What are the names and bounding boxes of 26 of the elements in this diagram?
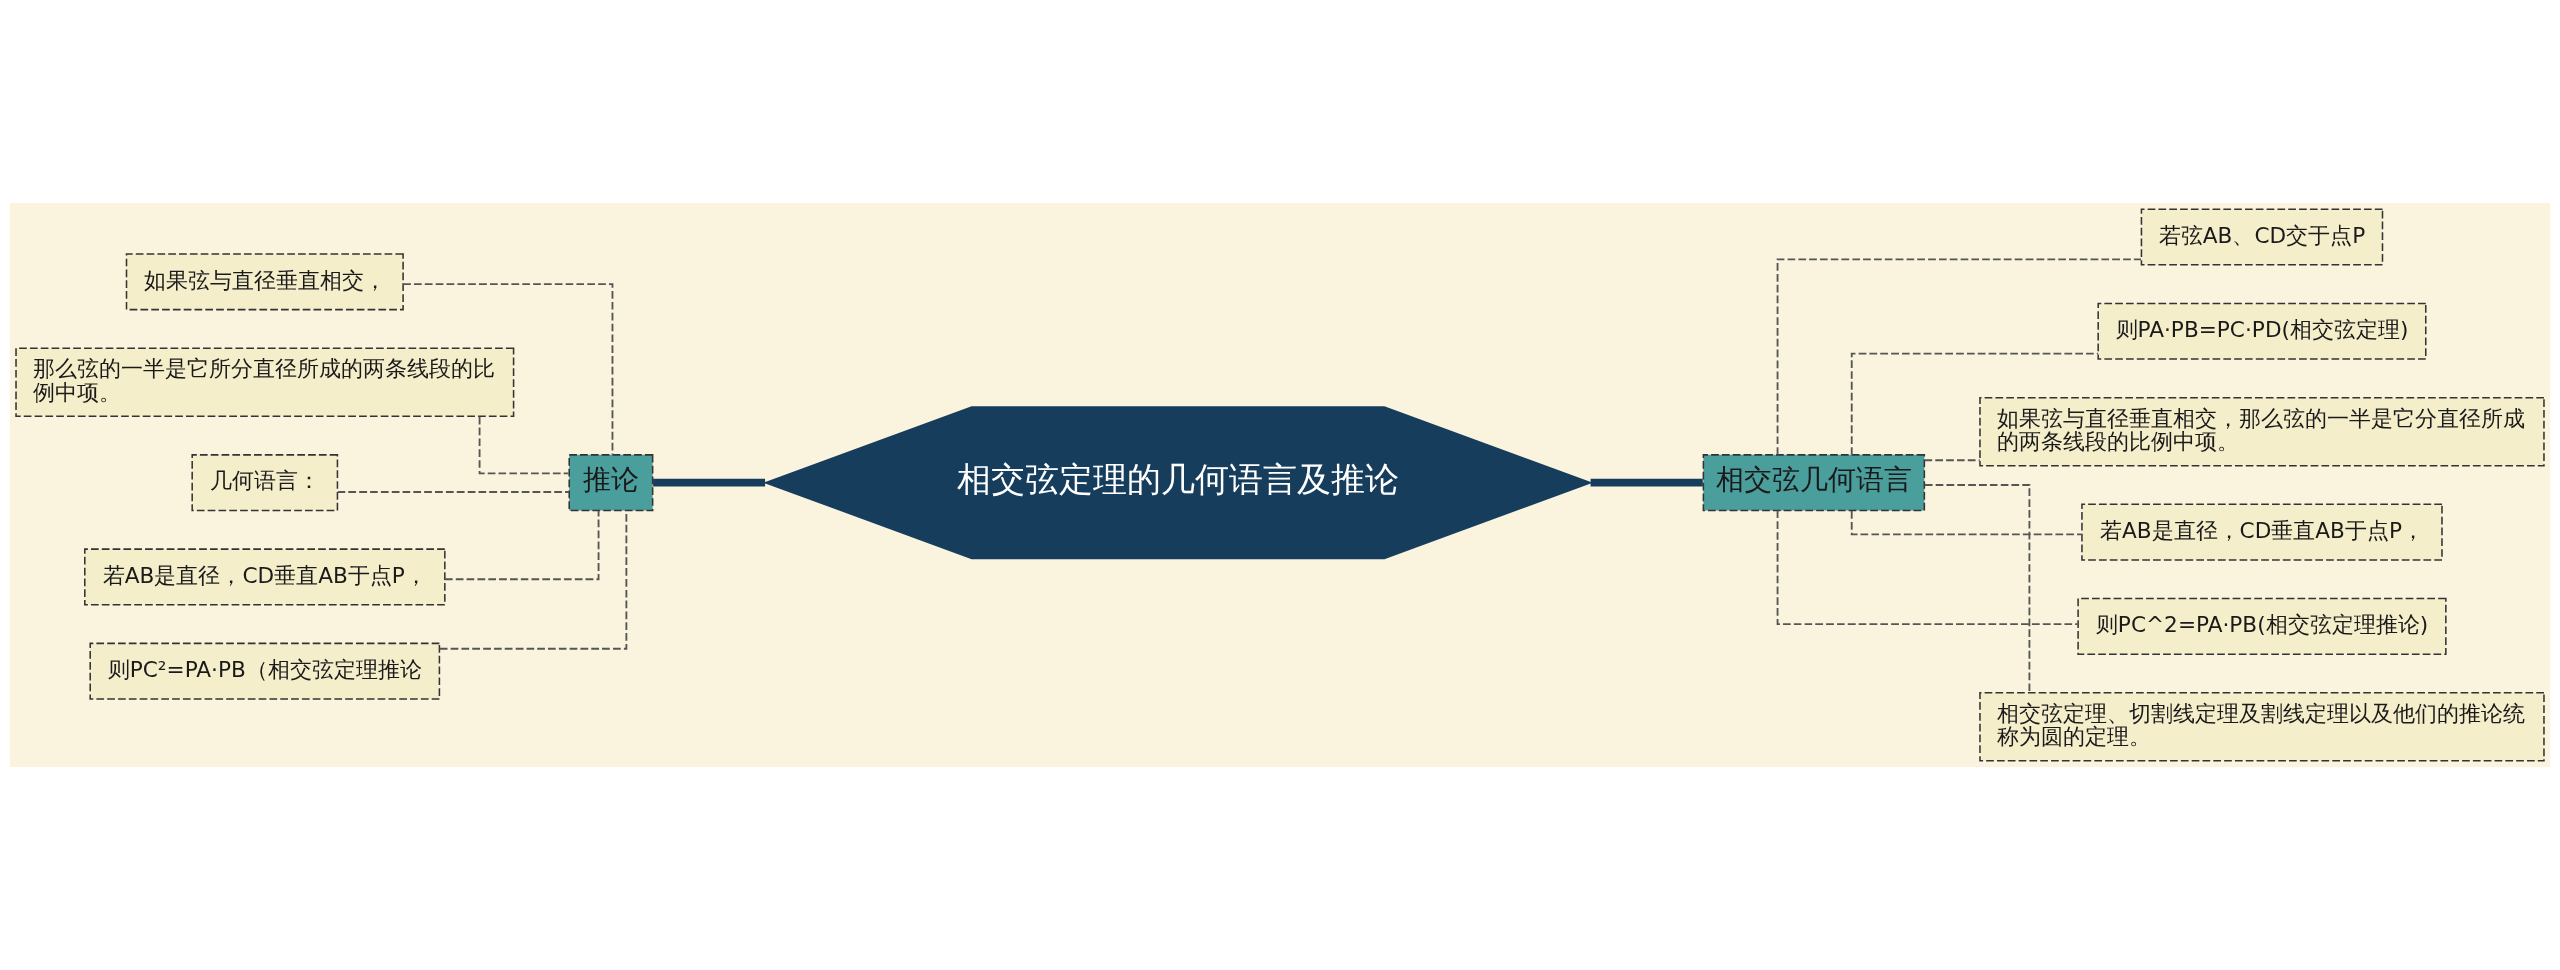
connector — [1923, 459, 1981, 462]
connector — [1923, 484, 2031, 694]
connector — [1850, 510, 2083, 536]
node-box: 推论 — [568, 454, 654, 512]
node-box: 若AB是直径，CD垂直AB于点P， — [84, 548, 446, 606]
node-box: 则PA·PB=PC·PD(相交弦定理) — [2097, 302, 2427, 360]
node-box: 若弦AB、CD交于点P — [2140, 208, 2384, 266]
connector — [653, 478, 766, 487]
node-box: 相交弦定理、切割线定理及割线定理以及他们的推论统称为圆的定理。 — [1979, 692, 2545, 762]
node-box: 则PC²=PA·PB（相交弦定理推论 — [89, 642, 441, 700]
node-box: 则PC^2=PA·PB(相交弦定理推论) — [2077, 597, 2447, 655]
node-box: 相交弦几何语言 — [1702, 454, 1926, 512]
connector — [443, 509, 600, 581]
connector — [1850, 352, 2099, 456]
node-box: 如果弦与直径垂直相交，那么弦的一半是它分直径所成的两条线段的比例中项。 — [1979, 396, 2545, 467]
connector — [1776, 509, 2079, 625]
connector — [478, 415, 570, 475]
connector — [336, 491, 570, 493]
connector — [402, 283, 614, 456]
connector — [438, 509, 628, 650]
node-box: 那么弦的一半是它所分直径所成的两条线段的比例中项。 — [15, 347, 515, 417]
node-box: 几何语言： — [191, 454, 339, 512]
connector — [1590, 478, 1703, 487]
connector — [1776, 258, 2142, 456]
node-box: 如果弦与直径垂直相交， — [125, 253, 404, 311]
node-box: 若AB是直径，CD垂直AB于点P， — [2081, 503, 2443, 561]
